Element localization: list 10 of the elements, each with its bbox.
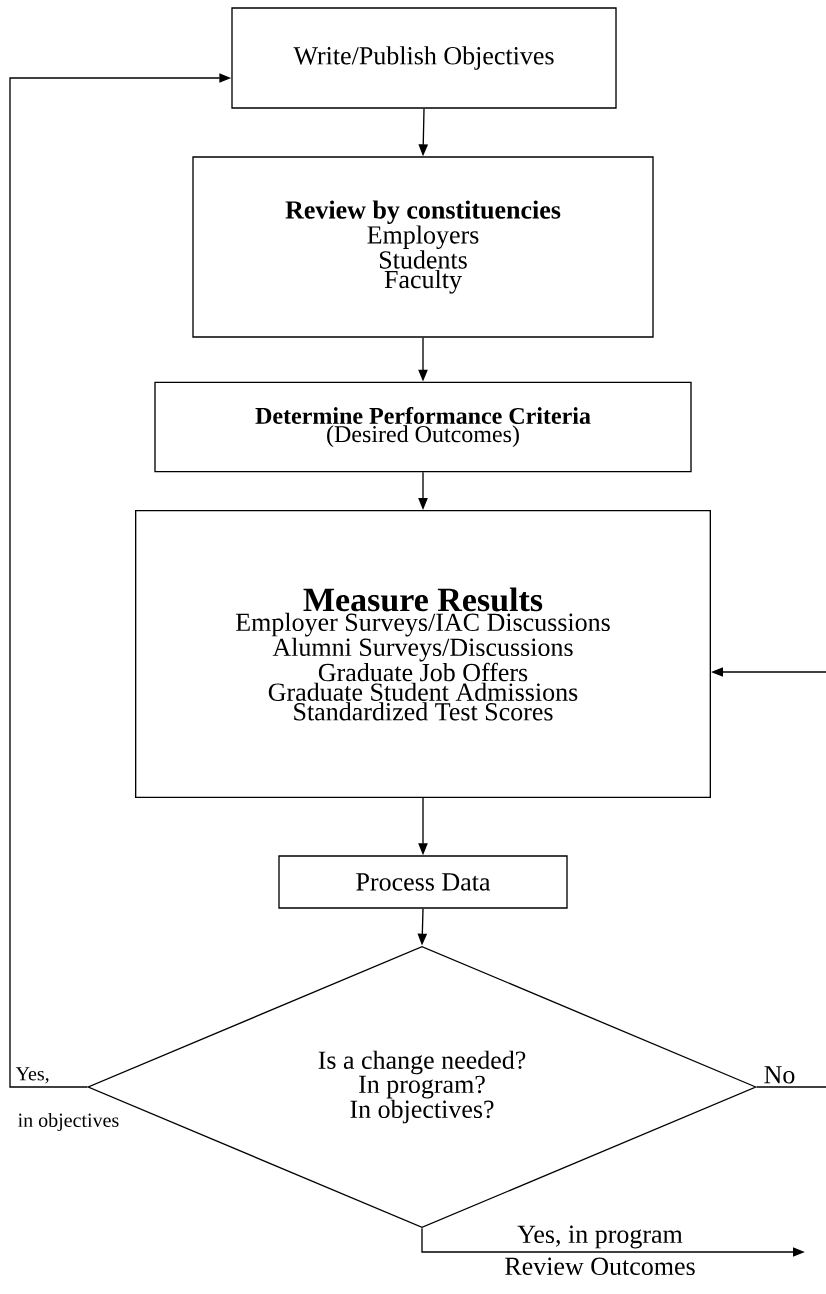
process-box: Measure Results Employer Surveys/IAC Discussions Alumni Surveys/Discussions Graduate Job Offers Graduate Student Admissions Standardized Test Scores [135, 510, 711, 798]
process-box: Determine Performance Criteria (Desired Outcomes) [154, 381, 692, 473]
process-box: Review by constituencies Employers Students Faculty [192, 156, 654, 338]
edge-label: Yes, [15, 1067, 49, 1084]
note-text: in objectives [18, 1112, 119, 1132]
note-text: Review Outcomes [505, 1257, 695, 1276]
edge-label: No [764, 1066, 795, 1084]
edge-label: Yes, in program [517, 1225, 683, 1249]
process-box: Write/Publish Objectives [231, 7, 617, 109]
process-box: Process Data [278, 855, 568, 909]
